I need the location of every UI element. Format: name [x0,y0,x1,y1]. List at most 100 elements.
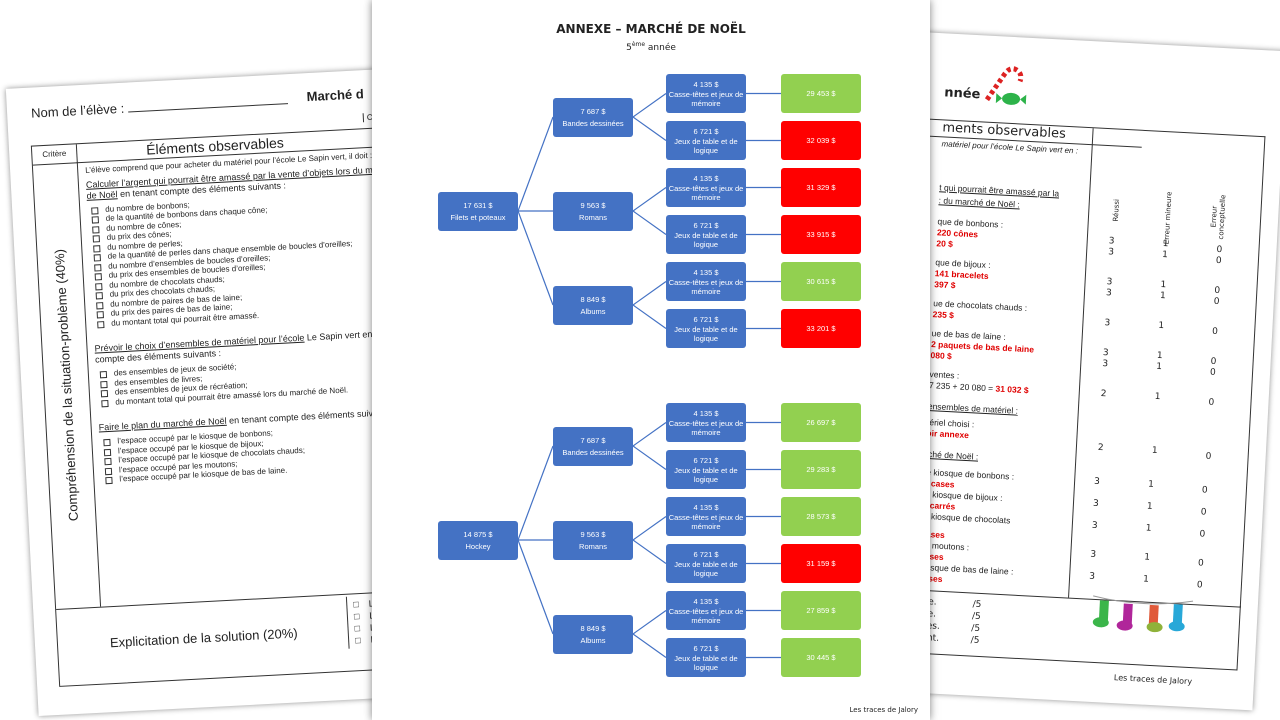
node-label: Romans [579,212,607,222]
score-value: 1 [1155,361,1163,373]
node-label: Albums [580,635,606,645]
score-value: 1 [1156,350,1163,362]
score-value: 0 [1200,507,1207,518]
score-value: 1 [1160,279,1167,291]
explicitation-label: Explicitation de la solution (20%) [109,625,298,651]
answer-line: ventes : [929,369,959,381]
node-value: 4 135 $ [693,502,719,512]
score-value: 1 [1147,479,1155,490]
score-value: 0 [1208,397,1215,408]
leaf-node: 4 135 $Casse-têtes et jeux de mémoire [666,168,746,207]
connector-line [632,281,667,306]
score-value: 1 [1143,552,1151,563]
criterion-label: Compréhension de la situation-problème (… [51,248,82,522]
node-label: Casse-têtes et jeux de mémoire [668,606,744,625]
node-label: Jeux de table et de logique [674,653,738,672]
node-label: Hockey [465,541,491,551]
total-value: 31 159 $ [806,559,836,568]
branch-node: 9 563 $Romans [553,520,633,560]
score-value: 1 [1145,523,1152,534]
total-value: 30 445 $ [806,653,836,662]
score-value: 0 [1205,451,1212,462]
answer-line: le kiosque de chocolats [922,511,1011,526]
annexe-subtitle: 5ème année [372,39,930,54]
score-value: 1 [1146,501,1153,512]
total-node-red: 31 329 $ [781,168,861,207]
criterion-score: /5 [971,611,981,623]
score-value: 3 [1102,348,1109,359]
branch-node: 8 849 $Albums [553,614,633,654]
leaf-node: 4 135 $Casse-têtes et jeux de mémoire [666,497,746,536]
total-node-green: 30 615 $ [781,262,861,301]
connector-line [517,210,554,306]
score-value: 3 [1108,236,1115,247]
score-value: 3 [1092,498,1099,510]
answer-text: 080 $ [930,350,953,362]
node-value: 7 687 $ [580,106,606,116]
criterion-score: /5 [972,599,982,611]
connector-line [632,304,667,329]
score-value: 0 [1210,356,1217,367]
branch-node: 9 563 $Romans [553,191,633,231]
total-value: 26 697 $ [806,418,836,427]
section-heading: : du marché de Noël : [938,195,1021,210]
node-label: Casse-têtes et jeux de mémoire [668,418,744,437]
answer-text: 7 235 + 20 080 = [928,380,996,394]
score-value: 0 [1215,255,1222,267]
answer-text: le kiosque de chocolats [921,510,1011,526]
total-node-red: 32 039 $ [781,121,861,160]
total-node-red: 33 915 $ [781,215,861,254]
connector-line [632,539,667,564]
leaf-node: 6 721 $Jeux de table et de logique [666,215,746,254]
score-value: 0 [1197,558,1205,569]
node-label: Casse-têtes et jeux de mémoire [668,89,744,108]
node-value: 7 687 $ [580,435,606,445]
node-value: 4 135 $ [693,79,719,89]
answer-line: 397 $ [934,279,956,290]
score-value: 0 [1196,580,1203,591]
criterion-score: /5 [971,623,981,634]
node-value: 6 721 $ [693,549,719,559]
node-label: Bandes dessinées [562,118,624,128]
student-name-label: Nom de l’élève : [30,100,125,121]
node-value: 17 631 $ [463,200,493,210]
column-erreur-mineure: Erreur mineure [1162,191,1174,245]
answer-text: 20 $ [936,238,954,250]
score-value: 0 [1214,285,1221,297]
student-name-line [128,103,289,113]
total-value: 31 329 $ [806,183,836,192]
leaf-node: 4 135 $Casse-têtes et jeux de mémoire [666,74,746,113]
leaf-node: 4 135 $Casse-têtes et jeux de mémoire [666,403,746,442]
node-label: Jeux de table et de logique [674,324,738,343]
leaf-node: 6 721 $Jeux de table et de logique [666,450,746,489]
total-node-red: 31 159 $ [781,544,861,583]
leaf-node: 6 721 $Jeux de table et de logique [666,544,746,583]
total-value: 27 859 $ [806,606,836,615]
answer-key-page-right: nnée ments observables matériel pour l’é… [763,25,1280,711]
node-value: 4 135 $ [693,173,719,183]
score-value: 3 [1106,277,1113,288]
total-node-green: 30 445 $ [781,638,861,677]
node-value: 4 135 $ [693,408,719,418]
connector-line [632,445,667,470]
score-value: 1 [1162,239,1169,250]
root-node: 17 631 $Filets et poteaux [438,191,518,231]
connector-line [632,93,667,118]
section-heading: rché de Noël : [925,448,979,462]
score-value: 1 [1151,445,1158,457]
answer-text: 235 $ [932,309,955,321]
annexe-footer: Les traces de Jalory [849,706,918,714]
leaf-node: 4 135 $Casse-têtes et jeux de mémoire [666,262,746,301]
answer-line: ensembles de matériel : [928,401,1019,416]
score-value: 0 [1211,326,1219,338]
node-value: 6 721 $ [693,314,719,324]
section-title: Faire le plan du marché de Noël [98,415,227,433]
total-value: 30 615 $ [806,277,836,286]
score-value: 3 [1102,359,1109,370]
section-heading: ensembles de matériel : [927,400,1019,416]
score-value: 1 [1154,391,1161,403]
annexe-page: ANNEXE – MARCHÉ DE NOËL 5ème année 17 63… [372,0,930,720]
node-value: 14 875 $ [463,529,493,539]
column-erreur-conceptuelle: Erreur conceptuelle [1209,194,1228,240]
score-value: 1 [1142,574,1150,585]
